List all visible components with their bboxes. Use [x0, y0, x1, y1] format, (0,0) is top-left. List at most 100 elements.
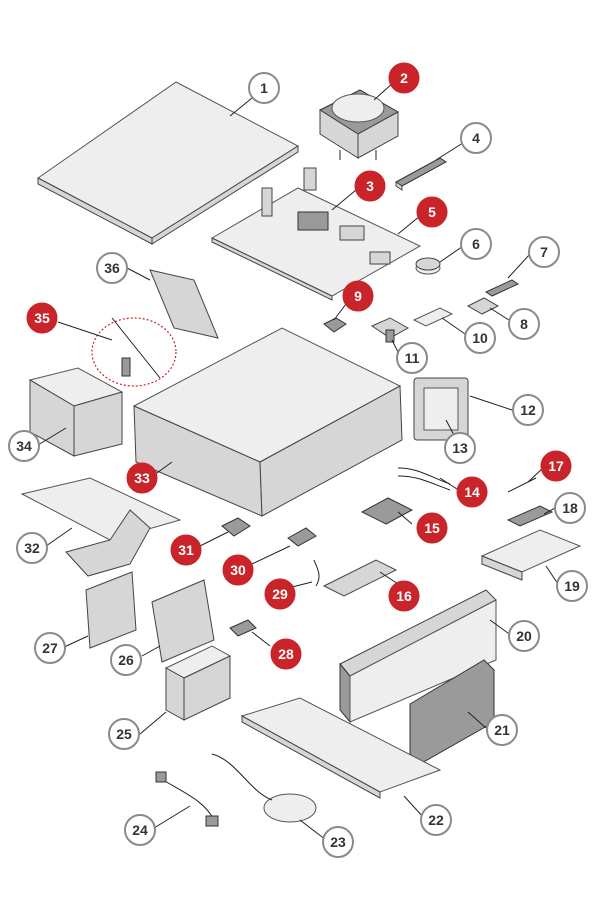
callout-circle [460, 122, 492, 154]
callout-number: 29 [272, 586, 288, 602]
callout-number: 11 [405, 350, 420, 366]
callout-number: 25 [116, 726, 132, 742]
callout-number: 7 [540, 244, 548, 260]
callout-18: 18 [554, 492, 586, 524]
callout-17: 17 [540, 450, 572, 482]
callout-circle [416, 512, 448, 544]
optical-drive-part [480, 529, 582, 581]
callout-13: 13 [444, 432, 476, 464]
callout-24: 24 [124, 814, 156, 846]
cover-switch-part [287, 527, 317, 547]
callout-circle [444, 432, 476, 464]
callout-number: 3 [366, 178, 374, 194]
callout-number: 30 [230, 562, 246, 578]
heat-sink-fan-part [318, 89, 400, 160]
callout-number: 23 [330, 834, 346, 850]
drive-cage-part [85, 571, 137, 649]
callout-number: 31 [178, 542, 194, 558]
callout-number: 5 [428, 204, 436, 220]
card-bracket-part [370, 317, 410, 343]
callout-circle [264, 578, 296, 610]
callout-23: 23 [322, 826, 354, 858]
power-supply-part [28, 367, 124, 457]
callout-number: 22 [428, 812, 444, 828]
callout-number: 28 [278, 646, 294, 662]
callout-number: 26 [118, 652, 134, 668]
coin-cell-battery-part [415, 257, 441, 275]
callout-6: 6 [460, 228, 492, 260]
keyboard-part [240, 697, 442, 799]
cable-clip-part [229, 619, 257, 637]
callout-number: 2 [400, 70, 408, 86]
clip-part [323, 317, 347, 333]
callout-25: 25 [108, 718, 140, 750]
callout-circle [124, 814, 156, 846]
callout-9: 9 [342, 280, 374, 312]
callout-circle [396, 342, 428, 374]
callout-28: 28 [270, 638, 302, 670]
callout-36: 36 [96, 252, 128, 284]
callout-20: 20 [508, 620, 540, 652]
callout-32: 32 [16, 532, 48, 564]
callout-number: 24 [132, 822, 148, 838]
callout-number: 4 [472, 130, 480, 146]
callout-number: 9 [354, 288, 362, 304]
callout-circle [512, 394, 544, 426]
callout-circle [16, 532, 48, 564]
callout-27: 27 [34, 632, 66, 664]
callout-circle [26, 302, 58, 334]
callout-circle [222, 554, 254, 586]
system-board-part [210, 167, 422, 301]
m2-bracket-part [466, 297, 500, 315]
callout-26: 26 [110, 644, 142, 676]
callout-number: 27 [42, 640, 58, 656]
callout-5: 5 [416, 196, 448, 228]
callout-2: 2 [388, 62, 420, 94]
memory-module-part [395, 157, 447, 191]
callout-3: 3 [354, 170, 386, 202]
callout-circle [554, 492, 586, 524]
callout-circle [464, 322, 496, 354]
chassis-part [132, 327, 403, 517]
intrusion-module-part [221, 517, 251, 537]
m2-ssd-part [484, 279, 520, 297]
callout-circle [388, 580, 420, 612]
callout-number: 6 [472, 236, 480, 252]
callout-number: 20 [516, 628, 532, 644]
callout-15: 15 [416, 512, 448, 544]
callout-circle [108, 718, 140, 750]
callout-30: 30 [222, 554, 254, 586]
mouse-part [211, 753, 317, 823]
callout-circle [342, 280, 374, 312]
callout-14: 14 [456, 476, 488, 508]
callout-circle [388, 62, 420, 94]
wifi-antenna-part [91, 317, 177, 387]
callout-number: 36 [104, 260, 120, 276]
callout-number: 35 [34, 310, 50, 326]
callout-circle [486, 714, 518, 746]
callout-number: 1 [260, 80, 268, 96]
callout-circle [420, 804, 452, 836]
callout-circle [460, 228, 492, 260]
sensor-cable-part [507, 477, 537, 493]
callout-number: 14 [464, 484, 480, 500]
callout-19: 19 [556, 570, 588, 602]
callout-8: 8 [508, 308, 540, 340]
expansion-card-part [149, 269, 219, 339]
io-board-part [360, 497, 414, 525]
callout-circle [8, 430, 40, 462]
callout-number: 33 [134, 470, 150, 486]
power-cord-part [155, 771, 219, 827]
callout-number: 18 [562, 500, 578, 516]
callout-11: 11 [396, 342, 428, 374]
callout-number: 13 [452, 440, 468, 456]
callout-circle [270, 638, 302, 670]
callout-number: 17 [548, 458, 564, 474]
callout-number: 32 [24, 540, 40, 556]
storage-drive-part [164, 645, 232, 721]
callout-number: 12 [520, 402, 536, 418]
callout-7: 7 [528, 236, 560, 268]
callout-circle [96, 252, 128, 284]
callout-circle [540, 450, 572, 482]
